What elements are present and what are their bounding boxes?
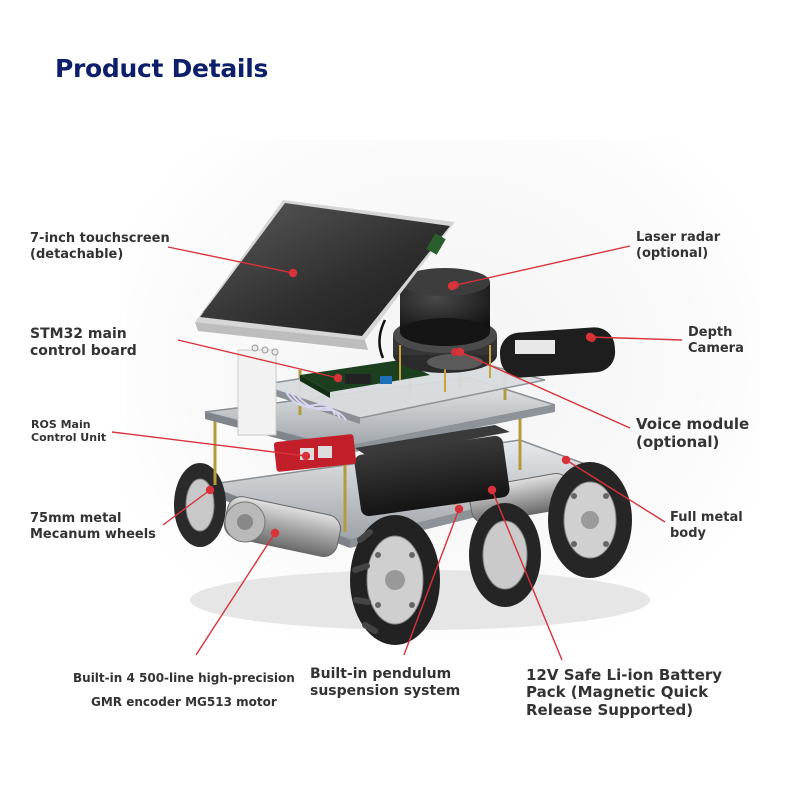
label-voice: Voice module(optional): [636, 415, 750, 451]
motor-left: [223, 496, 341, 557]
stm32-board: [300, 360, 430, 398]
wheel-front-left: [350, 515, 440, 645]
label-encoder-2: GMR encoder MG513 motor: [91, 695, 277, 709]
touchscreen-unit: [195, 200, 455, 359]
battery-pack: [354, 425, 510, 517]
wheel-back-right: [548, 462, 632, 578]
depth-camera: [499, 327, 616, 378]
screen-support: [237, 349, 277, 436]
label-touchscreen: 7-inch touchscreen(detachable): [30, 231, 170, 262]
label-laser: Laser radar(optional): [636, 230, 721, 261]
ribbon-cable: [284, 389, 347, 421]
wheel-right-middle: [469, 503, 541, 607]
laser-radar: [400, 268, 490, 346]
wheel-back-left: [174, 463, 226, 547]
page-title: Product Details: [55, 54, 269, 83]
label-encoder-1: Built-in 4 500-line high-precision: [73, 671, 295, 685]
callout-lines: [111, 245, 683, 661]
